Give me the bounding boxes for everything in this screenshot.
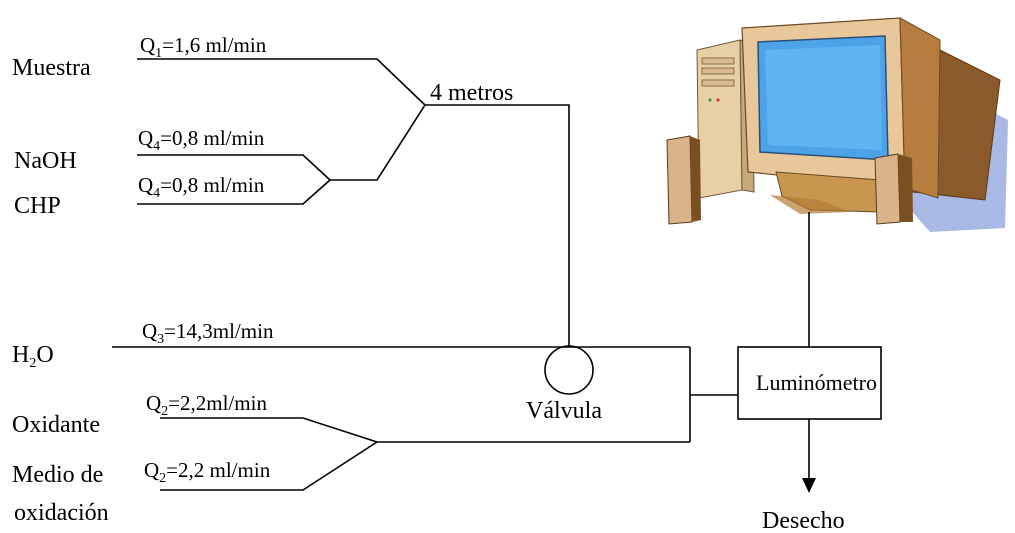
label-chp: CHP — [14, 193, 61, 219]
flow-q2-medio: Q2=2,2 ml/min — [144, 458, 271, 486]
muestra-line — [137, 58, 426, 106]
h2o-subscript: 2 — [29, 356, 36, 371]
flow-q4-chp: Q4=0,8 ml/min — [138, 173, 265, 201]
flow-q3: Q3=14,3ml/min — [142, 319, 274, 347]
chp-line — [137, 179, 331, 205]
valve-label: Válvula — [526, 398, 602, 424]
label-medio-line2: oxidación — [14, 500, 109, 526]
naoh-line — [137, 154, 331, 181]
coil-length-label: 4 metros — [430, 80, 513, 106]
label-oxidante: Oxidante — [12, 412, 100, 438]
h2o-h: H — [12, 342, 29, 368]
luminometer-label: Luminómetro — [756, 370, 877, 395]
valve-circle-icon — [544, 345, 594, 395]
oxidante-line — [160, 417, 378, 443]
label-h2o: H2O — [12, 342, 54, 371]
coil-line — [425, 104, 570, 346]
medio-line — [160, 441, 378, 491]
label-naoh: NaOH — [14, 148, 77, 174]
label-muestra: Muestra — [12, 55, 91, 81]
reagent-merge-line — [330, 104, 426, 181]
label-medio-line1: Medio de — [12, 462, 103, 488]
h2o-o: O — [36, 342, 53, 368]
waste-arrow-icon — [802, 478, 816, 493]
flow-q2-oxidante: Q2=2,2ml/min — [146, 391, 267, 419]
flow-q4-naoh: Q4=0,8 ml/min — [138, 126, 265, 154]
waste-label: Desecho — [762, 508, 845, 533]
computer-icon — [666, 17, 1008, 232]
flow-q1: Q1=1,6 ml/min — [140, 33, 267, 61]
